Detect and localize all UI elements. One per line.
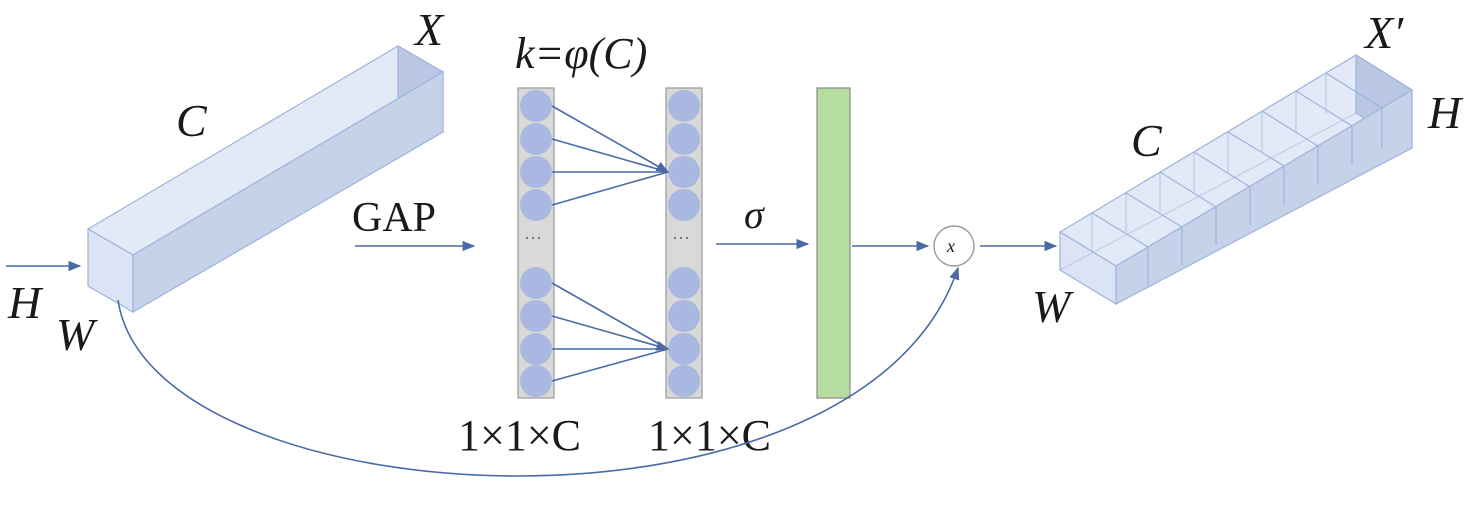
conv1d-connections-top xyxy=(551,105,670,206)
conv-vector-dims: 1×1×C xyxy=(648,411,771,460)
input-name-label: X xyxy=(413,4,445,55)
channel-attention-weights xyxy=(816,87,851,399)
pooled-vector-nodes-bottom xyxy=(520,267,552,397)
output-channel-label: C xyxy=(1131,115,1163,166)
output-width-label: W xyxy=(1032,281,1074,332)
gap-label: GAP xyxy=(352,195,436,241)
multiply-symbol: x xyxy=(946,236,955,256)
output-height-label: H xyxy=(1427,87,1464,138)
conv-vector-ellipsis: ··· xyxy=(672,228,690,248)
input-channel-label: C xyxy=(176,95,208,146)
conv-vector-nodes-bottom xyxy=(668,267,700,397)
pooled-vector: ··· xyxy=(517,87,555,399)
conv-vector: ··· xyxy=(665,87,703,399)
skip-connection-arrow xyxy=(117,266,960,477)
output-name-label: X′ xyxy=(1363,7,1404,58)
pooled-vector-nodes-top xyxy=(520,90,552,221)
pooled-vector-dims: 1×1×C xyxy=(458,411,581,460)
multiply-node: x xyxy=(933,225,975,267)
input-width-label: W xyxy=(56,309,98,360)
conv1d-connections-bottom xyxy=(551,282,670,382)
input-height-label: H xyxy=(7,277,44,328)
sigmoid-label: σ xyxy=(744,192,765,237)
conv-vector-nodes-top xyxy=(668,90,700,221)
pooled-vector-ellipsis: ··· xyxy=(524,228,542,248)
input-feature-map xyxy=(86,44,445,314)
output-feature-map xyxy=(1058,53,1414,306)
kernel-size-label: k=φ(C) xyxy=(515,29,647,78)
